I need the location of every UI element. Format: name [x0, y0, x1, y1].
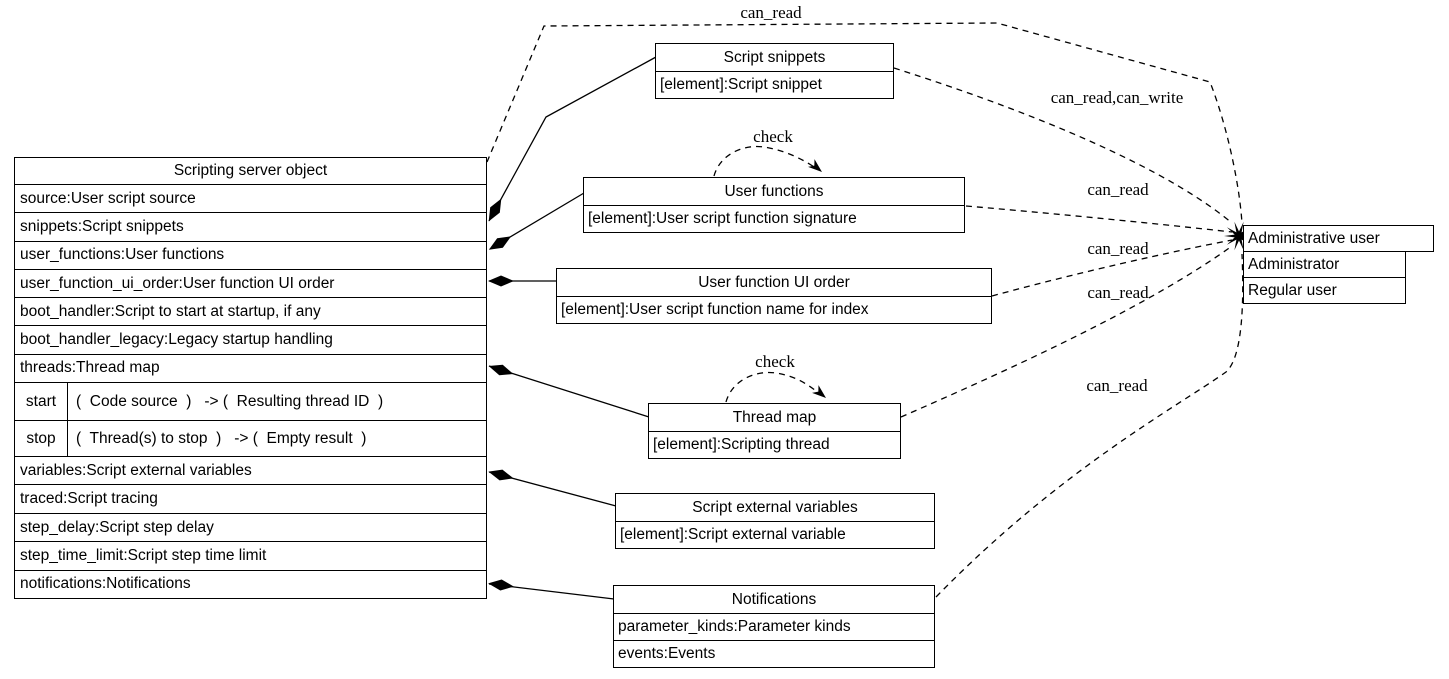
table-row-step-time-limit: step_time_limit:Script step time limit	[15, 541, 486, 569]
table-row-snippets: snippets:Script snippets	[15, 212, 486, 240]
node-row: Regular user	[1243, 277, 1406, 304]
table-row-step-delay: step_delay:Script step delay	[15, 512, 486, 541]
edge-table-to-admin	[486, 22, 1243, 225]
table-row-variables: variables:Script external variables	[15, 456, 486, 484]
table-row-boot-handler: boot_handler:Script to start at startup,…	[15, 297, 486, 325]
node-row: [element]:Script external variable	[616, 521, 934, 548]
method-signature: ( Thread(s) to stop ) -> ( Empty result …	[76, 429, 367, 447]
edge-label-can-read-thread-map: can_read	[1087, 283, 1149, 302]
edge-label-can-read-ui-order: can_read	[1087, 239, 1149, 258]
table-row-threads: threads:Thread map	[15, 353, 486, 382]
check-arrowheads	[808, 159, 826, 398]
node-row: [element]:Scripting thread	[649, 431, 900, 458]
edge-thread-map-check	[725, 371, 822, 403]
node-script-external-variables: Script external variables [element]:Scri…	[615, 493, 935, 549]
composition-diamonds	[488, 198, 514, 591]
node-thread-map: Thread map [element]:Scripting thread	[648, 403, 901, 459]
edge-user-functions-check	[713, 145, 818, 177]
edge-label-can-read-table: can_read	[740, 3, 802, 22]
method-signature: ( Code source ) -> ( Resulting thread ID…	[76, 392, 384, 410]
node-scripting-server-object: Scripting server object source:User scri…	[14, 157, 487, 600]
node-script-snippets: Script snippets [element]:Script snippet	[655, 43, 894, 99]
node-title: User function UI order	[698, 273, 850, 291]
edge-label-check-user-functions: check	[753, 127, 793, 146]
table-row-boot-handler-legacy: boot_handler_legacy:Legacy startup handl…	[15, 325, 486, 353]
node-row: events:Events	[614, 640, 934, 667]
node-row: [element]:Script snippet	[656, 71, 893, 98]
node-administrative-user: Administrative user Administrator Regula…	[1243, 225, 1434, 304]
table-method-start: start ( Code source ) -> ( Resulting thr…	[15, 382, 486, 421]
table-row-user-functions: user_functions:User functions	[15, 240, 486, 269]
edge-thread-map-to-admin	[900, 245, 1233, 418]
node-title: Thread map	[732, 408, 817, 426]
node-row: parameter_kinds:Parameter kinds	[614, 613, 934, 640]
method-name: stop	[15, 421, 68, 457]
node-user-function-ui-order: User function UI order [element]:User sc…	[556, 268, 992, 324]
edge-user-functions-to-admin	[965, 205, 1233, 233]
node-row: Administrator	[1243, 251, 1406, 278]
node-title: Scripting server object	[173, 162, 328, 179]
method-name: start	[15, 383, 68, 421]
table-row-notifications: notifications:Notifications	[15, 569, 486, 598]
table-row-traced: traced:Script tracing	[15, 484, 486, 512]
arrow-starburst	[1224, 221, 1254, 251]
node-title: Script external variables	[692, 498, 858, 516]
node-title: Notifications	[731, 590, 817, 608]
edge-ui-order-to-admin	[991, 239, 1233, 297]
node-row: [element]:User script function name for …	[557, 296, 991, 323]
table-method-stop: stop ( Thread(s) to stop ) -> ( Empty re…	[15, 420, 486, 457]
node-notifications: Notifications parameter_kinds:Parameter …	[613, 585, 935, 668]
table-row-source: source:User script source	[15, 184, 486, 212]
node-title: User functions	[724, 182, 824, 200]
edge-notifications-to-admin	[935, 253, 1244, 598]
node-title: Administrative user	[1243, 225, 1434, 252]
edge-label-can-read-notifications: can_read	[1086, 376, 1148, 395]
edge-label-can-read-user-functions: can_read	[1087, 180, 1149, 199]
edge-snippets-composition	[488, 56, 657, 222]
edge-label-can-read-can-write: can_read,can_write	[1050, 88, 1184, 107]
node-user-functions: User functions [element]:User script fun…	[583, 177, 965, 233]
node-title: Script snippets	[723, 48, 826, 66]
edge-threads-composition	[488, 365, 650, 418]
edge-label-check-thread-map: check	[755, 352, 795, 371]
table-row-user-function-ui-order: user_function_ui_order:User function UI …	[15, 268, 486, 297]
node-row: [element]:User script function signature	[584, 205, 964, 232]
